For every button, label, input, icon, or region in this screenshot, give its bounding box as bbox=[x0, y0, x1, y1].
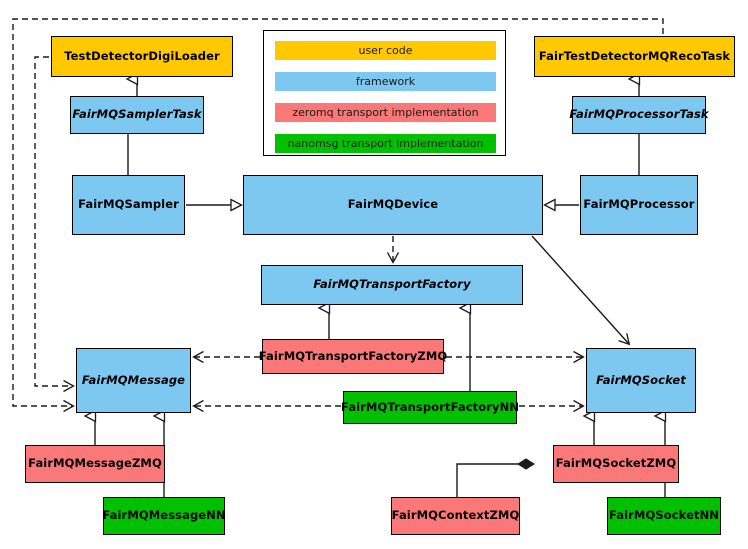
edge-digiloader-to-message bbox=[34, 56, 75, 393]
class-node-label: FairMQSocketNN bbox=[608, 508, 720, 523]
class-node-label: FairMQMessageNN bbox=[102, 508, 226, 523]
class-node-fair-mq-message[interactable]: FairMQMessage bbox=[76, 348, 191, 413]
legend-label-framework: framework bbox=[355, 75, 416, 88]
legend-panel: user code framework zeromq transport imp… bbox=[263, 30, 506, 156]
legend-item-framework: framework bbox=[275, 72, 496, 91]
legend-item-zeromq: zeromq transport implementation bbox=[275, 103, 496, 122]
class-node-label: FairTestDetectorMQRecoTask bbox=[538, 48, 731, 63]
class-node-label: FairMQSampler bbox=[78, 197, 179, 212]
class-node-label: FairMQTransportFactoryZMQ bbox=[258, 348, 448, 363]
legend-item-user-code: user code bbox=[275, 41, 496, 60]
legend-label-zeromq: zeromq transport implementation bbox=[292, 106, 479, 119]
class-node-fair-mq-sampler-task[interactable]: FairMQSamplerTask bbox=[70, 96, 204, 134]
class-node-label: FairMQMessage bbox=[81, 372, 186, 387]
class-node-fair-mq-processor-task[interactable]: FairMQProcessorTask bbox=[569, 96, 709, 134]
class-node-fair-test-detector-mq-reco-task[interactable]: FairTestDetectorMQRecoTask bbox=[534, 36, 735, 77]
class-node-fair-mq-processor[interactable]: FairMQProcessor bbox=[580, 175, 698, 235]
class-node-fair-mq-message-nn[interactable]: FairMQMessageNN bbox=[102, 497, 226, 535]
class-node-label: FairMQProcessor bbox=[583, 197, 695, 212]
class-node-label: FairMQContextZMQ bbox=[391, 508, 520, 523]
class-node-fair-mq-context-zmq[interactable]: FairMQContextZMQ bbox=[391, 497, 520, 535]
edge-context-zmq-to-socket-zmq bbox=[456, 458, 535, 497]
class-node-fair-mq-transport-factory-nn[interactable]: FairMQTransportFactoryNN bbox=[340, 391, 520, 424]
class-node-label: TestDetectorDigiLoader bbox=[64, 48, 220, 63]
legend-label-nanomsg: nanomsg transport implementation bbox=[287, 137, 484, 150]
legend-label-user-code: user code bbox=[358, 44, 413, 57]
class-node-label: FairMQSamplerTask bbox=[72, 107, 202, 122]
class-node-fair-mq-transport-factory-zmq[interactable]: FairMQTransportFactoryZMQ bbox=[259, 339, 447, 374]
class-node-label: FairMQTransportFactory bbox=[313, 277, 471, 292]
class-node-label: FairMQSocketZMQ bbox=[555, 456, 677, 471]
edge-recotask-to-message bbox=[12, 18, 664, 413]
class-node-label: FairMQSocket bbox=[596, 372, 686, 387]
class-node-fair-mq-transport-factory[interactable]: FairMQTransportFactory bbox=[261, 265, 523, 305]
class-node-fair-mq-socket-zmq[interactable]: FairMQSocketZMQ bbox=[553, 445, 679, 483]
class-node-fair-mq-device[interactable]: FairMQDevice bbox=[243, 175, 543, 235]
class-node-label: FairMQTransportFactoryNN bbox=[340, 399, 520, 414]
class-node-fair-mq-message-zmq[interactable]: FairMQMessageZMQ bbox=[25, 445, 165, 483]
class-node-fair-mq-sampler[interactable]: FairMQSampler bbox=[72, 175, 185, 235]
class-node-label: FairMQDevice bbox=[347, 197, 439, 212]
class-node-fair-mq-socket[interactable]: FairMQSocket bbox=[586, 348, 696, 413]
edge-device-to-socket bbox=[531, 235, 631, 346]
legend-item-nanomsg: nanomsg transport implementation bbox=[275, 134, 496, 153]
class-node-label: FairMQProcessorTask bbox=[569, 107, 709, 122]
class-node-label: FairMQMessageZMQ bbox=[28, 456, 162, 471]
class-node-fair-mq-socket-nn[interactable]: FairMQSocketNN bbox=[607, 497, 721, 535]
class-node-test-detector-digi-loader[interactable]: TestDetectorDigiLoader bbox=[51, 36, 233, 77]
